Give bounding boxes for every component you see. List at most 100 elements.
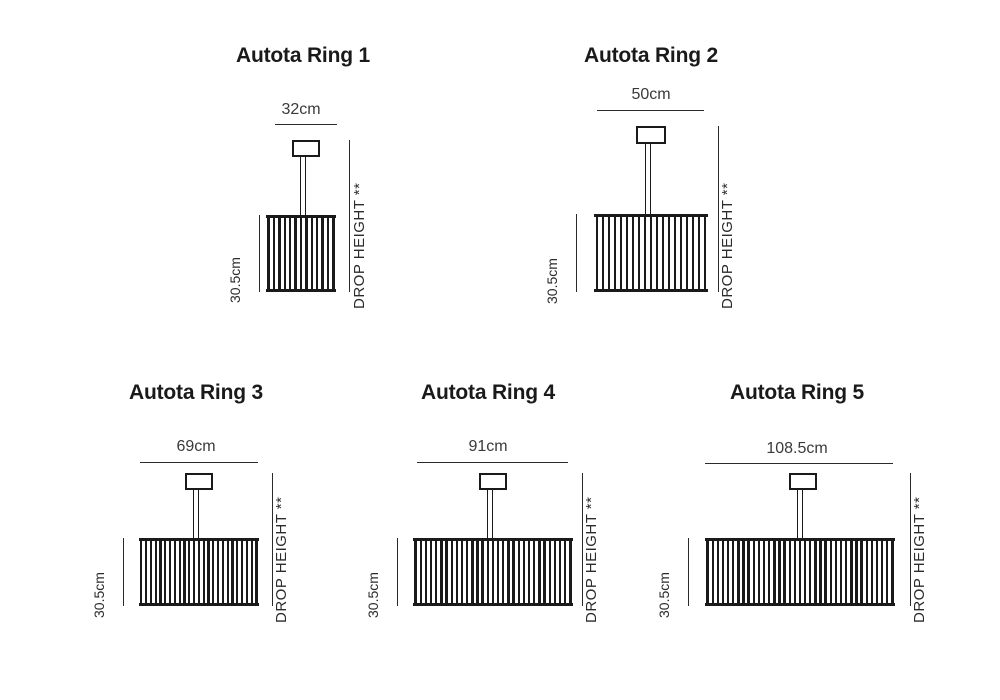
shade-slat xyxy=(533,538,536,606)
drop-height-line xyxy=(910,473,911,606)
shade-slat xyxy=(169,538,172,606)
shade-bottom-rail xyxy=(413,603,573,606)
width-dimension-label: 50cm xyxy=(631,86,671,103)
shade-slat xyxy=(255,538,258,606)
shade-slats xyxy=(705,538,895,606)
suspension-stem xyxy=(193,490,199,540)
shade-slats xyxy=(139,538,259,606)
shade-slat xyxy=(548,538,551,606)
shade-slat xyxy=(824,538,827,606)
shade-slat xyxy=(747,538,750,606)
shade-slat xyxy=(891,538,894,606)
suspension-stem xyxy=(300,157,306,217)
shade-slat xyxy=(721,538,725,606)
lamp-shade xyxy=(139,538,259,606)
height-dimension-line xyxy=(576,214,577,292)
shade-slat xyxy=(752,538,755,606)
shade-slat xyxy=(655,214,659,292)
shade-slat xyxy=(140,538,143,606)
height-dimension-label: 30.5cm xyxy=(227,257,243,303)
shade-slat xyxy=(288,215,292,292)
shade-slat xyxy=(649,214,653,292)
shade-slats xyxy=(594,214,708,292)
shade-slat xyxy=(850,538,853,606)
shade-slat xyxy=(726,538,730,606)
shade-slat xyxy=(226,538,229,606)
shade-slat xyxy=(742,538,745,606)
shade-slat xyxy=(419,538,422,606)
shade-slat xyxy=(679,214,683,292)
height-dimension-label: 30.5cm xyxy=(544,258,560,304)
shade-slat xyxy=(476,538,479,606)
fixture-title: Autota Ring 2 xyxy=(584,44,718,67)
shade-slat xyxy=(294,215,297,292)
shade-bottom-rail xyxy=(594,289,708,292)
shade-slat xyxy=(315,215,319,292)
drop-height-line xyxy=(272,473,273,606)
shade-slat xyxy=(809,538,812,606)
shade-slat xyxy=(855,538,858,606)
width-dimension-line xyxy=(705,463,893,464)
shade-slat xyxy=(217,538,220,606)
shade-slat xyxy=(703,214,707,292)
shade-slat xyxy=(814,538,817,606)
height-dimension-label: 30.5cm xyxy=(656,572,672,618)
shade-slat xyxy=(631,214,635,292)
width-dimension-label: 32cm xyxy=(281,101,321,118)
shade-slat xyxy=(188,538,191,606)
shade-slat xyxy=(685,214,689,292)
shade-slat xyxy=(481,538,484,606)
shade-slat xyxy=(803,538,807,606)
shade-slat xyxy=(870,538,874,606)
width-dimension-line xyxy=(275,124,337,125)
ceiling-canopy xyxy=(479,473,507,490)
shade-slat xyxy=(619,214,623,292)
shade-slat xyxy=(673,214,677,292)
shade-slat xyxy=(819,538,822,606)
width-dimension-label: 69cm xyxy=(176,438,216,455)
shade-slat xyxy=(625,214,629,292)
shade-slat xyxy=(440,538,443,606)
lamp-shade xyxy=(705,538,895,606)
shade-slat xyxy=(783,538,786,606)
shade-slat xyxy=(159,538,162,606)
shade-slat xyxy=(283,215,287,292)
shade-slat xyxy=(661,214,665,292)
shade-slat xyxy=(183,538,186,606)
shade-slat xyxy=(321,215,324,292)
drop-height-label: DROP HEIGHT ** xyxy=(351,182,368,309)
shade-slat xyxy=(502,538,505,606)
shade-slats xyxy=(413,538,573,606)
shade-slat xyxy=(667,214,671,292)
fixture-title: Autota Ring 1 xyxy=(236,44,370,67)
drop-height-label: DROP HEIGHT ** xyxy=(273,496,290,623)
shade-slat xyxy=(471,538,474,606)
shade-slat xyxy=(607,214,611,292)
lamp-shade xyxy=(266,215,336,292)
shade-slat xyxy=(691,214,695,292)
width-dimension-line xyxy=(140,462,258,463)
shade-slat xyxy=(278,215,281,292)
shade-slat xyxy=(643,214,647,292)
shade-slat xyxy=(886,538,889,606)
shade-slat xyxy=(414,538,417,606)
drop-height-line xyxy=(718,126,719,292)
shade-slat xyxy=(564,538,567,606)
shade-slat xyxy=(435,538,438,606)
shade-slat xyxy=(250,538,253,606)
shade-slat xyxy=(460,538,464,606)
drop-height-label: DROP HEIGHT ** xyxy=(911,496,928,623)
shade-bottom-rail xyxy=(705,603,895,606)
shade-slat xyxy=(860,538,863,606)
suspension-stem xyxy=(645,144,651,216)
shade-slat xyxy=(496,538,500,606)
width-dimension-label: 91cm xyxy=(468,438,508,455)
shade-slat xyxy=(491,538,495,606)
shade-slat xyxy=(305,215,308,292)
height-dimension-line xyxy=(397,538,398,606)
shade-slat xyxy=(737,538,740,606)
ceiling-canopy xyxy=(636,126,666,144)
shade-slat xyxy=(697,214,701,292)
height-dimension-label: 30.5cm xyxy=(365,572,381,618)
shade-slat xyxy=(711,538,714,606)
